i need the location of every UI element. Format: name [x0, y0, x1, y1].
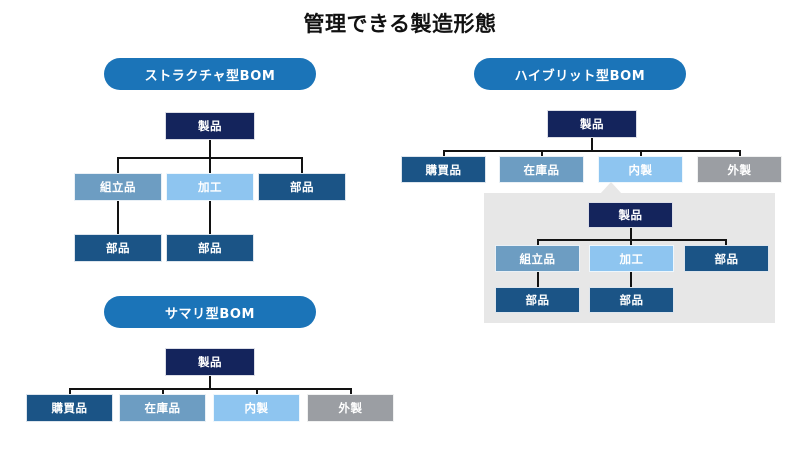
- node-hybrid-detail-part-1: 部品: [495, 287, 580, 313]
- section-header-summary-bom: サマリ型BOM: [104, 296, 316, 328]
- node-summary-root-product: 製品: [165, 348, 255, 376]
- node-hybrid-purchased: 購買品: [401, 156, 486, 183]
- connector-hybrid-detail-drop-1: [537, 239, 539, 250]
- section-header-hybrid-bom: ハイブリット型BOM: [474, 58, 686, 90]
- node-hybrid-detail-assembly: 組立品: [495, 245, 580, 272]
- node-hybrid-detail-part-right: 部品: [684, 245, 769, 272]
- connector-hybrid-detail-bus: [537, 239, 727, 241]
- section-header-structure-bom: ストラクチャ型BOM: [104, 58, 316, 90]
- connector-summary-bus: [69, 388, 350, 390]
- connector-structure-drop-1: [117, 157, 119, 173]
- connector-summary-root-stem: [209, 376, 211, 389]
- connector-structure-assembly-to-part: [117, 201, 119, 234]
- node-summary-inhouse: 内製: [213, 394, 300, 422]
- connector-hybrid-detail-assembly-to-part: [537, 272, 539, 287]
- node-structure-assembly: 組立品: [74, 173, 162, 201]
- connector-structure-drop-2: [209, 157, 211, 173]
- page-title: 管理できる製造形態: [303, 12, 497, 36]
- connector-hybrid-detail-drop-3: [725, 239, 727, 250]
- connector-hybrid-detail-drop-2: [630, 239, 632, 250]
- node-summary-stock: 在庫品: [119, 394, 206, 422]
- node-hybrid-stock: 在庫品: [499, 156, 584, 183]
- connector-hybrid-root-stem: [591, 138, 593, 151]
- connector-hybrid-detail-root-stem: [630, 228, 632, 240]
- hybrid-detail-pointer-icon: [600, 182, 622, 194]
- connector-structure-processing-to-part: [209, 201, 211, 234]
- node-hybrid-root-product: 製品: [547, 110, 637, 138]
- node-structure-part-2: 部品: [166, 234, 254, 262]
- connector-structure-root-stem: [209, 140, 211, 158]
- node-hybrid-outsourced: 外製: [697, 156, 782, 183]
- node-structure-part-1: 部品: [74, 234, 162, 262]
- connector-hybrid-bus: [443, 150, 739, 152]
- connector-hybrid-detail-processing-to-part: [630, 272, 632, 287]
- node-summary-outsourced: 外製: [307, 394, 394, 422]
- connector-structure-drop-3: [301, 157, 303, 173]
- node-structure-root-product: 製品: [165, 112, 255, 140]
- node-hybrid-detail-part-2: 部品: [589, 287, 674, 313]
- node-summary-purchased: 購買品: [26, 394, 113, 422]
- node-structure-part-right: 部品: [258, 173, 346, 201]
- node-hybrid-detail-processing: 加工: [589, 245, 674, 272]
- node-hybrid-detail-root-product: 製品: [588, 202, 673, 228]
- node-hybrid-inhouse: 内製: [598, 156, 683, 183]
- node-structure-processing: 加工: [166, 173, 254, 201]
